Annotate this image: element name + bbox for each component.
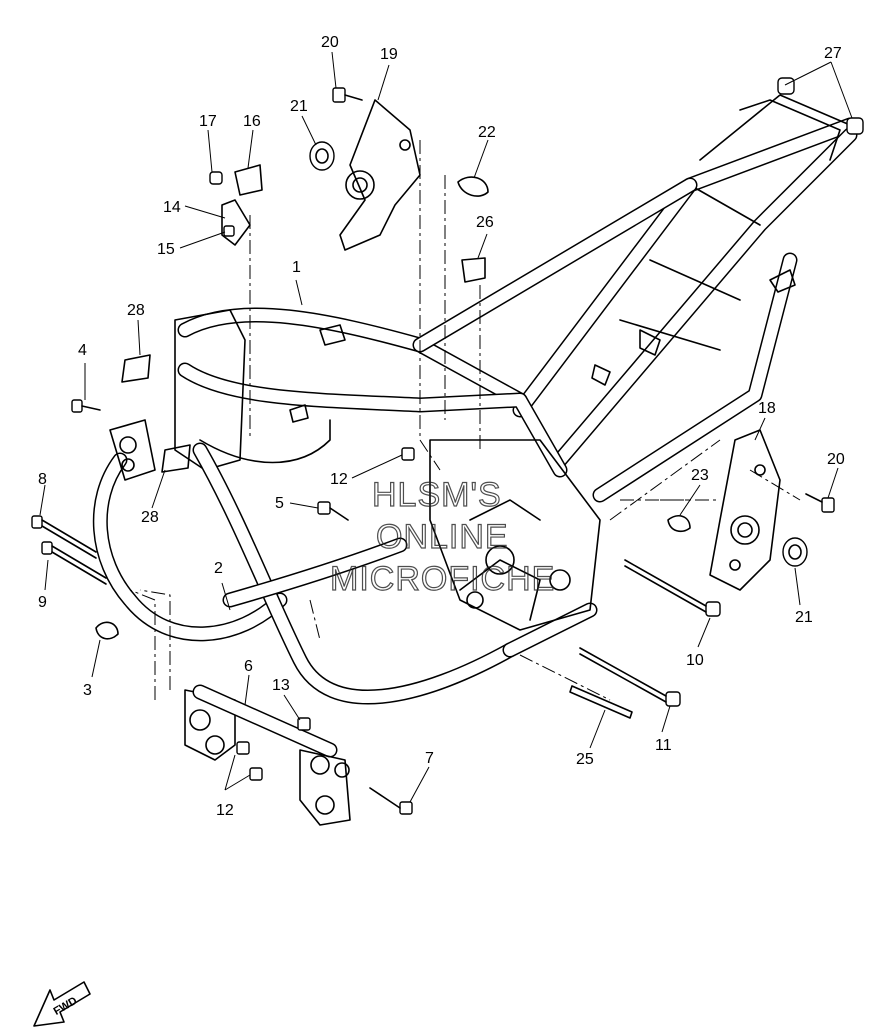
engine-bracket-part-6 [184, 684, 351, 826]
watermark-line-2: ONLINE [376, 518, 509, 556]
callout-20b: 20 [827, 451, 845, 468]
callout-28a: 28 [127, 302, 145, 319]
callout-19: 19 [380, 46, 398, 63]
fwd-arrow-icon: FWD [33, 981, 91, 1027]
callout-5: 5 [275, 495, 284, 512]
watermark-line-3: MICROFICHE [330, 560, 555, 598]
callout-15: 15 [157, 241, 175, 258]
callout-14: 14 [163, 199, 181, 216]
callout-22: 22 [478, 124, 496, 141]
pivot-plate-part-18 [709, 429, 781, 591]
callout-4: 4 [78, 342, 87, 359]
callout-16: 16 [243, 113, 261, 130]
watermark: HLSM'S ONLINE MICROFICHE [329, 475, 555, 598]
callout-27: 27 [824, 45, 842, 62]
leader-lines [39, 51, 853, 803]
callout-7: 7 [425, 750, 434, 767]
watermark-line-1: HLSM'S [372, 476, 502, 514]
small-hardware [31, 77, 864, 815]
callout-1: 1 [292, 259, 301, 276]
callout-12b: 12 [216, 802, 234, 819]
callout-6: 6 [244, 658, 253, 675]
callout-25: 25 [576, 751, 594, 768]
callout-11: 11 [655, 737, 672, 754]
callout-21a: 21 [290, 98, 308, 115]
callout-26: 26 [476, 214, 494, 231]
callout-labels: 1 2 3 4 5 6 7 8 9 10 11 12 12 13 14 15 1… [38, 34, 845, 819]
callout-28b: 28 [141, 509, 159, 526]
callout-20a: 20 [321, 34, 339, 51]
callout-3: 3 [83, 682, 92, 699]
callout-12a: 12 [330, 471, 348, 488]
callout-8: 8 [38, 471, 47, 488]
callout-13: 13 [272, 677, 290, 694]
callout-17: 17 [199, 113, 217, 130]
pivot-plate-part-19 [339, 99, 421, 251]
callout-2: 2 [214, 560, 223, 577]
callout-18: 18 [758, 400, 776, 417]
downtube-part-2 [109, 419, 156, 481]
callout-21b: 21 [795, 609, 813, 626]
main-frame-part-1 [92, 94, 858, 705]
callout-10: 10 [686, 652, 704, 669]
callout-9: 9 [38, 594, 47, 611]
callout-23: 23 [691, 467, 709, 484]
